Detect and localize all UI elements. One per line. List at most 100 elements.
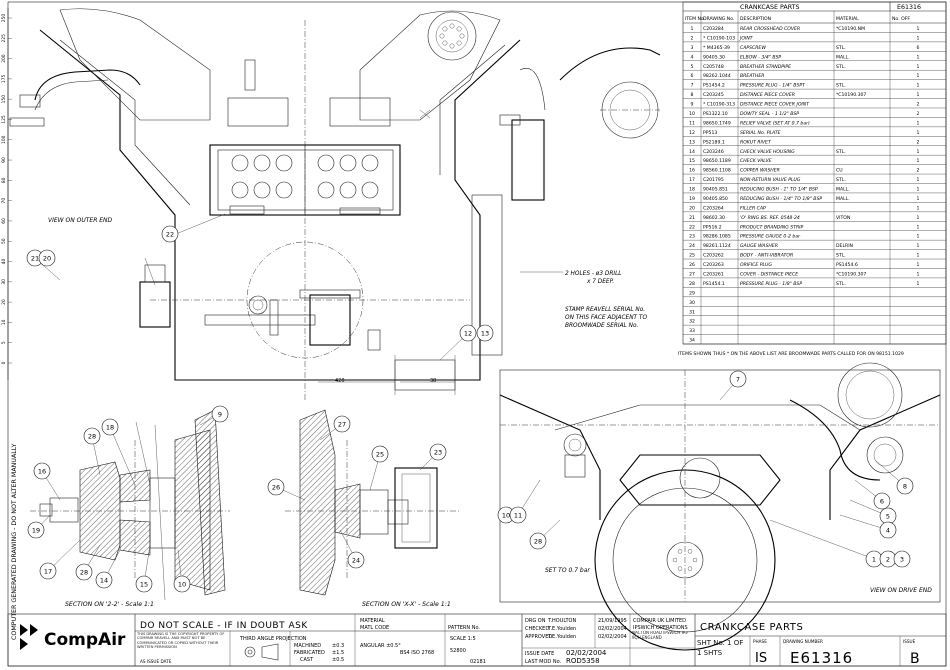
table-cell: 98286.1085: [703, 234, 731, 240]
table-cell: 1: [917, 177, 920, 183]
parts-list-table: CRANKCASE PARTS E61316 ITEM No.DRAWING N…: [682, 1, 947, 345]
tol-fabricated: ±1.5: [332, 650, 344, 656]
section-2-2: [30, 409, 230, 601]
table-cell: PRODUCT BRANDING STRIP: [740, 224, 803, 230]
svg-text:10: 10: [502, 512, 510, 520]
table-cell: C203262: [703, 253, 724, 259]
svg-text:8: 8: [903, 483, 907, 491]
table-cell: COPPER WASHER: [740, 168, 780, 174]
table-cell: MALL.: [836, 187, 850, 193]
table-cell: STL.: [836, 64, 846, 70]
holes-note-line1: 2 HOLES - ø3 DRILL: [565, 271, 622, 277]
scale-mark: 40: [1, 259, 7, 265]
callout-1: 1: [865, 550, 883, 568]
scale-mark: 80: [1, 177, 7, 183]
checked-label: CHECKED: [525, 626, 549, 632]
callout-3: 3: [893, 550, 911, 568]
callout-4: 4: [879, 521, 897, 539]
svg-text:2: 2: [886, 556, 890, 564]
approved-date: 02/02/2004: [598, 634, 627, 640]
stamp-note-line1: STAMP REAVELL SERIAL No.: [565, 307, 645, 313]
table-cell: 1: [917, 243, 920, 249]
fabricated-label: FABRICATED: [294, 650, 325, 656]
callout-9: 9: [211, 405, 229, 423]
callout-7: 7: [729, 370, 747, 388]
table-cell: JOINT: [739, 35, 754, 41]
table-cell: 1: [917, 205, 920, 211]
callout-13: 13: [476, 324, 494, 342]
svg-text:13: 13: [481, 330, 489, 338]
svg-text:4: 4: [886, 527, 890, 535]
svg-text:15: 15: [140, 581, 148, 589]
holes-note-line2: x 7 DEEP.: [586, 279, 614, 285]
callout-27: 27: [333, 415, 351, 433]
svg-text:26: 26: [272, 484, 280, 492]
callout-24: 24: [347, 551, 365, 569]
svg-text:28: 28: [88, 433, 96, 441]
table-cell: 8: [691, 92, 694, 98]
svg-text:6: 6: [880, 498, 884, 506]
table-cell: 1: [917, 272, 920, 278]
svg-text:22: 22: [166, 231, 174, 239]
svg-text:20: 20: [43, 255, 51, 263]
drive-end-view: [499, 362, 941, 651]
callout-6: 6: [873, 492, 891, 510]
table-cell: 16: [689, 168, 695, 174]
table-cell: C205748: [703, 64, 724, 70]
table-cell: PS1454.6: [836, 262, 858, 268]
table-cell: ROKUT RIVET: [740, 139, 772, 145]
callout-17: 17: [39, 562, 57, 580]
callout-18: 18: [101, 418, 119, 436]
table-cell: 10: [689, 111, 695, 117]
table-cell: 2: [917, 139, 920, 145]
table-cell: 27: [689, 272, 695, 278]
side-note: COMPUTER GENERATED DRAWING - DO NOT ALTE…: [11, 444, 18, 640]
svg-text:7: 7: [736, 376, 740, 384]
table-cell: 1: [917, 54, 920, 60]
svg-text:23: 23: [434, 449, 442, 457]
issue-date-label: ISSUE DATE: [525, 651, 554, 657]
table-cell: 6: [917, 45, 920, 51]
callout-12: 12: [459, 324, 477, 342]
view-outer-label: VIEW ON OUTER END: [48, 217, 113, 224]
table-cell: C203264: [703, 205, 724, 211]
callout-28b: 28: [75, 563, 93, 581]
table-cell: BODY - ANTI-VIBRATOR: [740, 253, 793, 259]
table-cell: 9: [691, 102, 694, 108]
table-cell: RELIEF VALVE (SET AT 0.7 bar): [740, 120, 810, 126]
do-not-scale: DO NOT SCALE - IF IN DOUBT ASK: [140, 621, 308, 631]
table-cell: 1: [917, 130, 920, 136]
pattern-no: PATTERN No.: [448, 625, 480, 631]
table-cell: 30: [689, 300, 695, 306]
table-cell: 33: [689, 328, 695, 334]
callout-5: 5: [879, 507, 897, 525]
table-cell: 17: [689, 177, 695, 183]
table-header-cell: No. OFF: [892, 16, 910, 22]
outer-end-view: [9, 8, 661, 400]
projection: THIRD ANGLE PROJECTION: [239, 636, 307, 642]
table-cell: 1: [917, 83, 920, 89]
tol-cast: ±0.5: [332, 657, 344, 663]
parts-title: CRANKCASE PARTS: [740, 4, 799, 11]
table-cell: ELBOW - 3/4" BSP: [740, 54, 781, 60]
table-cell: 1: [917, 196, 920, 202]
svg-text:11: 11: [514, 512, 522, 520]
callout-16: 16: [33, 462, 51, 480]
table-cell: 15: [689, 158, 695, 164]
scale-mark: 30: [1, 279, 7, 285]
table-cell: BREATHER STANDPIPE: [740, 64, 791, 70]
table-cell: COVER - DISTANCE PIECE: [740, 272, 798, 278]
callout-23: 23: [429, 443, 447, 461]
scale-mark: 90: [1, 157, 7, 163]
scale-mark: 100: [1, 135, 7, 144]
issue-date: 02/02/2004: [566, 649, 607, 657]
table-cell: BREATHER: [740, 73, 764, 79]
scale: SCALE 1:5: [450, 636, 476, 642]
table-cell: REDUCING BUSH - 1" TO 1/4" BSP: [740, 187, 818, 193]
angular-tol: ANGULAR ±0.5°: [360, 643, 401, 649]
table-cell: VITON: [836, 215, 850, 221]
table-cell: 1: [917, 158, 920, 164]
table-cell: 32: [689, 319, 695, 325]
table-cell: PS1454.2: [703, 83, 725, 89]
